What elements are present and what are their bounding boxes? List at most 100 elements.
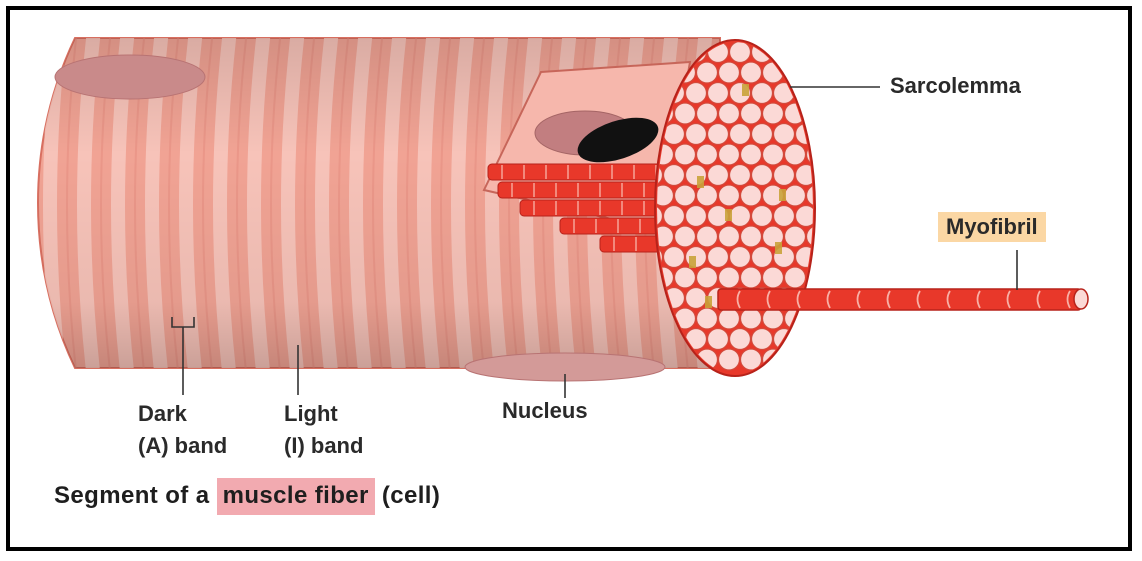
organelle-mark [725, 209, 732, 221]
myofibril-cross-section [829, 308, 850, 329]
myofibril-cross-section [741, 308, 762, 329]
caption-highlight: muscle fiber [217, 478, 375, 515]
caption-prefix: Segment of a [54, 482, 210, 509]
myofibril-cross-section [686, 83, 707, 104]
myofibril-cross-section [829, 185, 850, 206]
organelle-mark [697, 176, 704, 188]
myofibril-cross-section [730, 124, 751, 145]
myofibril-cross-section [774, 206, 795, 227]
myofibril-cross-section [785, 267, 806, 288]
myofibril-cross-section [730, 165, 751, 186]
myofibril-cross-section [818, 165, 839, 186]
myofibril-cross-section [664, 247, 685, 268]
myofibril-cross-section [752, 329, 773, 350]
myofibril-cross-section [664, 165, 685, 186]
myofibril-cross-section [807, 62, 828, 83]
myofibril-cross-section [763, 103, 784, 124]
myofibril-cross-section [741, 226, 762, 247]
myofibril-cross-section [741, 185, 762, 206]
light-band-label: Light (I) band [284, 398, 363, 462]
organelle-mark [775, 242, 782, 254]
myofibril-cross-section [719, 62, 740, 83]
myofibril-cross-section [829, 349, 850, 370]
myofibril-cross-section [697, 185, 718, 206]
myofibril-cross-section [719, 103, 740, 124]
organelle-mark [689, 256, 696, 268]
myofibril-cross-section [708, 83, 729, 104]
myofibril-cross-section [785, 144, 806, 165]
side-myofibril [498, 182, 680, 198]
organelle-mark [779, 189, 786, 201]
myofibril-cross-section [697, 103, 718, 124]
myofibril-cross-section [730, 329, 751, 350]
myofibril-cross-section [697, 308, 718, 329]
myofibril-cross-section [796, 42, 817, 63]
myofibril-cross-section [675, 103, 696, 124]
myofibril-cross-section [675, 185, 696, 206]
myofibril-cross-section [686, 124, 707, 145]
myofibril-cross-section [697, 144, 718, 165]
myofibril-cross-section [664, 206, 685, 227]
myofibril-cross-section [763, 267, 784, 288]
myofibril-cross-section [697, 62, 718, 83]
myofibril-cross-section [774, 165, 795, 186]
myofibril-cross-section [719, 185, 740, 206]
myofibril-cross-section [763, 349, 784, 370]
myofibril-cross-section [796, 329, 817, 350]
myofibril-cross-section [686, 206, 707, 227]
myofibril-cross-section [807, 226, 828, 247]
myofibril-cross-section [763, 308, 784, 329]
myofibril-cross-section [818, 83, 839, 104]
myofibril-cross-section [708, 247, 729, 268]
myofibril-cross-section [752, 247, 773, 268]
myofibril-cross-section [719, 144, 740, 165]
myofibril-cross-section [752, 124, 773, 145]
myofibril-cross-section [829, 144, 850, 165]
myofibril-cross-section [730, 247, 751, 268]
myofibril-cross-section [730, 206, 751, 227]
myofibril-cross-section [719, 349, 740, 370]
myofibril-cross-section [829, 62, 850, 83]
myofibril-cross-section [741, 267, 762, 288]
myofibril-cross-section [785, 349, 806, 370]
myofibril-cross-section [818, 42, 839, 63]
figure-caption: Segment of a muscle fiber (cell) [54, 482, 440, 510]
nucleus-label: Nucleus [502, 398, 588, 424]
myofibril-cross-section [807, 185, 828, 206]
myofibril-cross-section [829, 226, 850, 247]
myofibril-cross-section [807, 308, 828, 329]
myofibril-cross-section [818, 124, 839, 145]
myofibril-cross-section [829, 267, 850, 288]
myofibril-cross-section [708, 329, 729, 350]
dark-band-label: Dark (A) band [138, 398, 227, 462]
myofibril-cross-section [730, 42, 751, 63]
myofibril-cross-section [719, 226, 740, 247]
caption-suffix: (cell) [382, 482, 440, 509]
myofibril-cross-section [708, 124, 729, 145]
myofibril-cross-section [675, 144, 696, 165]
myofibril-cross-section [686, 288, 707, 309]
myofibril-cross-section [741, 103, 762, 124]
myofibril-cross-section [708, 165, 729, 186]
myofibril-cross-section [785, 226, 806, 247]
myofibril-cross-section [719, 267, 740, 288]
myofibril-cross-section [719, 308, 740, 329]
myofibril-cross-section [697, 267, 718, 288]
myofibril-cross-section [785, 185, 806, 206]
organelle-mark [742, 84, 749, 96]
myofibril-cross-section [818, 206, 839, 227]
myofibril-cross-section [796, 83, 817, 104]
myofibril-cross-section [741, 144, 762, 165]
myofibril-cross-section [774, 42, 795, 63]
sarcolemma-label: Sarcolemma [890, 73, 1021, 99]
myofibril-cross-section [763, 144, 784, 165]
myofibril-cross-section [741, 62, 762, 83]
myofibril-cross-section [774, 124, 795, 145]
myofibril-label: Myofibril [938, 212, 1046, 242]
myofibril-cross-section [829, 103, 850, 124]
myofibril-cross-section [807, 103, 828, 124]
myofibril-cross-section [697, 226, 718, 247]
myofibril-cross-section [752, 165, 773, 186]
nucleus-top-left [55, 55, 205, 99]
myofibril-cross-section [818, 247, 839, 268]
